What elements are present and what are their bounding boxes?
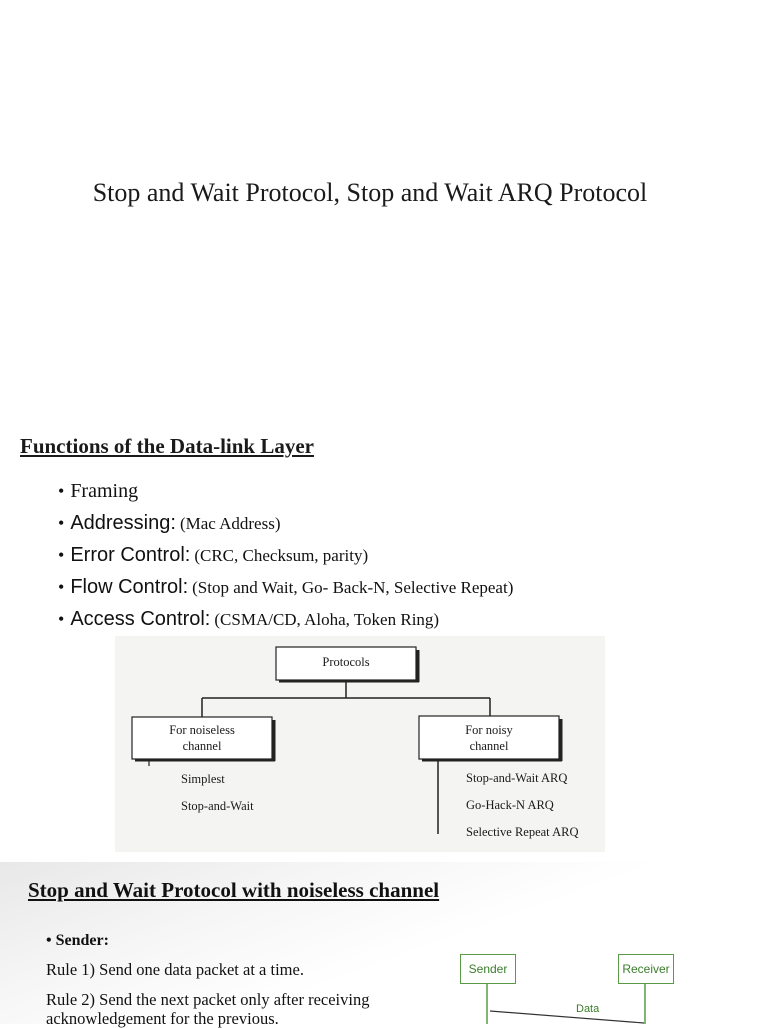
function-detail: (CSMA/CD, Aloha, Token Ring) [214, 610, 440, 629]
bullet-icon: • [58, 545, 65, 565]
noiseless-label-line2: channel [182, 739, 222, 753]
function-detail: (Stop and Wait, Go- Back-N, Selective Re… [192, 578, 514, 597]
list-item: •Flow Control:(Stop and Wait, Go- Back-N… [58, 574, 513, 606]
function-name: Flow Control: [70, 576, 189, 598]
functions-heading: Functions of the Data-link Layer [20, 434, 314, 458]
function-name: Framing [70, 480, 139, 502]
rule-1: Rule 1) Send one data packet at a time. [46, 960, 304, 979]
mini-receiver-box: Receiver [618, 954, 674, 984]
noisy-item-stop-and-wait-arq: Stop-and-Wait ARQ [466, 771, 568, 785]
mini-data-label: Data [576, 1003, 600, 1015]
tree-lines [131, 646, 563, 834]
list-item: •Error Control:(CRC, Checksum, parity) [58, 542, 513, 574]
functions-list: •Framing •Addressing:(Mac Address) •Erro… [58, 478, 513, 638]
sender-label: Sender: [55, 932, 109, 949]
slide-background [0, 862, 768, 1024]
bullet-icon: • [58, 481, 65, 501]
protocol-tree-diagram: Protocols For noiseless channel For nois… [115, 636, 605, 852]
mini-sequence-lines [486, 983, 646, 1024]
noisy-label-line1: For noisy [465, 723, 513, 737]
bullet-icon: • [58, 609, 65, 629]
noisy-label-line2: channel [469, 739, 509, 753]
list-item: •Addressing:(Mac Address) [58, 510, 513, 542]
list-item: •Framing [58, 478, 513, 510]
protocols-root-label: Protocols [322, 655, 370, 669]
noisy-item-go-back-n-arq: Go-Hack-N ARQ [466, 798, 554, 812]
function-name: Error Control: [70, 544, 191, 566]
noiseless-label-line1: For noiseless [169, 723, 235, 737]
list-item: •Access Control:(CSMA/CD, Aloha, Token R… [58, 606, 513, 638]
bullet-icon: • [58, 513, 65, 533]
function-name: Access Control: [70, 608, 211, 630]
bullet-icon: • [58, 577, 65, 597]
slide-title: Stop and Wait Protocol, Stop and Wait AR… [92, 178, 648, 207]
function-detail: (Mac Address) [179, 514, 281, 533]
noiseless-channel-slide: Stop and Wait Protocol with noiseless ch… [0, 862, 768, 1028]
function-detail: (CRC, Checksum, parity) [194, 546, 369, 565]
noiseless-item-simplest: Simplest [181, 772, 225, 786]
rule-2-line2: acknowledgement for the previous. [46, 1009, 279, 1028]
rule-2-line1: Rule 2) Send the next packet only after … [46, 990, 370, 1009]
sender-bullet: • Sender: [46, 932, 109, 950]
function-name: Addressing: [70, 512, 176, 534]
bullet-icon: • [46, 932, 52, 949]
noisy-item-selective-repeat-arq: Selective Repeat ARQ [466, 825, 579, 839]
noiseless-heading: Stop and Wait Protocol with noiseless ch… [28, 878, 440, 902]
noiseless-item-stop-and-wait: Stop-and-Wait [181, 799, 254, 813]
mini-sender-box: Sender [460, 954, 516, 984]
